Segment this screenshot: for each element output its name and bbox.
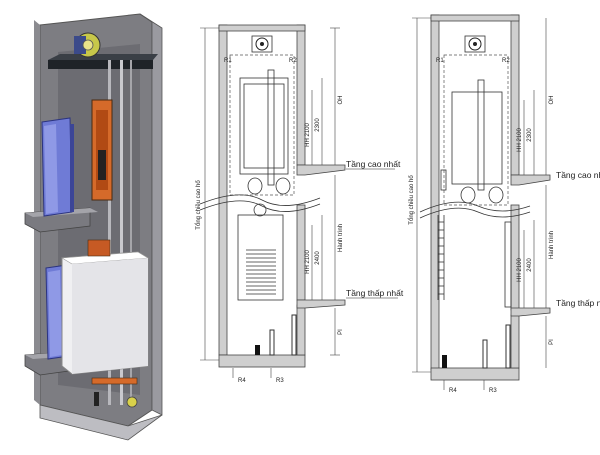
right-door-height-lower: HH 2100 [517,258,523,282]
left-door-height-lower: HH 2100 [305,250,311,274]
right-oh-label: OH [549,96,555,105]
elevator-3d-illustration [24,13,163,441]
machine-beam [48,60,153,69]
right-r1-label: R1 [436,58,444,64]
left-door-height-upper: HH 2100 [305,123,311,147]
right-bottom-floor-label: Tầng thấp n [556,298,600,308]
left-r2-label: R2 [289,58,297,64]
right-top-floor-label: Tầng cao nh [556,170,600,180]
left-height-label: Tổng chiều cao hố [195,180,202,230]
left-r4-label: R4 [238,378,246,384]
left-door-dim-upper: 2300 [315,118,321,132]
right-r4-label: R4 [449,388,457,394]
left-pit-label: PI [338,329,344,335]
left-r3-label: R3 [276,378,284,384]
right-door-dim-lower: 2400 [527,258,533,272]
left-bottom-floor-label: Tầng thấp nhất [346,288,404,298]
right-height-label: Tổng chiều cao hố [408,175,415,225]
right-r2-label: R2 [502,58,510,64]
left-section-drawing: Tổng chiều cao hố OH Hành trình PI HH 21… [195,24,404,384]
right-travel-label: Hành trình [549,231,555,259]
left-travel-label: Hành trình [338,224,344,252]
right-pit-label: PI [549,339,555,345]
left-top-floor-label: Tầng cao nhất [346,159,401,169]
right-section-drawing: Tổng chiều cao hố OH Hành trình PI HH 21… [408,14,600,394]
left-r1-label: R1 [224,58,232,64]
left-oh-label: OH [338,96,344,105]
right-r3-label: R3 [489,388,497,394]
left-door-dim-lower: 2400 [315,251,321,265]
right-door-height-upper: HH 2100 [517,128,523,152]
right-door-dim-upper: 2300 [527,128,533,142]
